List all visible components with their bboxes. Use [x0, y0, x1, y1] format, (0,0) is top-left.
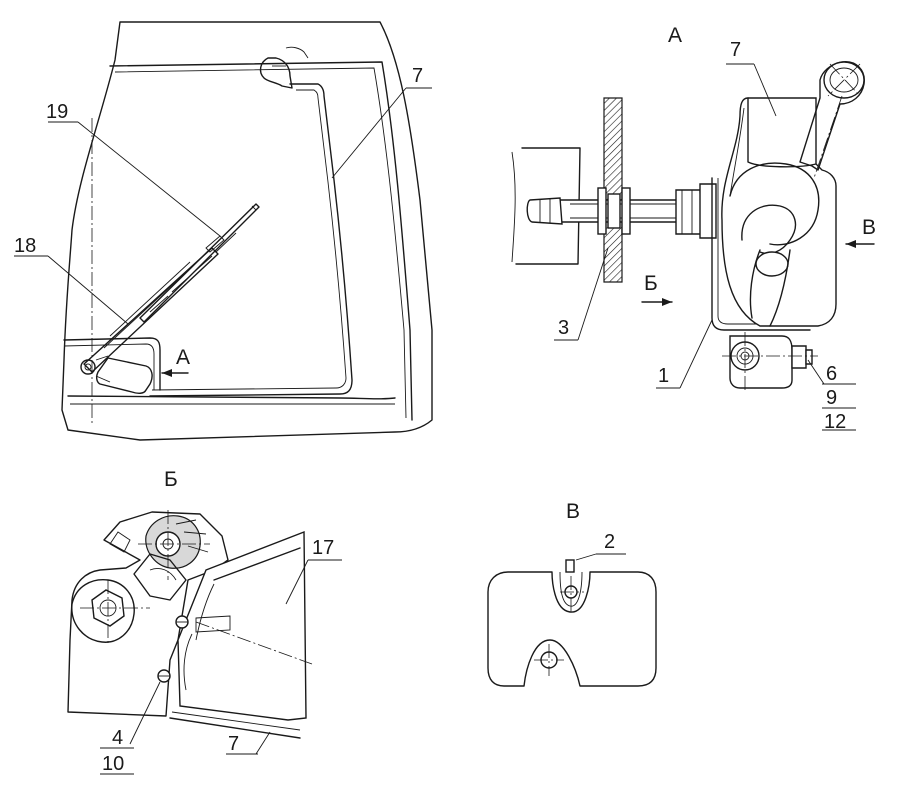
view-arrow-b-label: Б: [644, 272, 658, 295]
callout-4-10: 4 10: [100, 681, 161, 775]
view-arrow-a-label: А: [176, 346, 190, 369]
wiper-motor: [95, 357, 153, 395]
glass-frame: [109, 61, 413, 421]
callout-label: 18: [14, 235, 36, 257]
view-a-title: А: [668, 24, 682, 47]
view-v: В 2: [487, 500, 657, 687]
callout-3: 3: [554, 247, 609, 341]
callout-label: 1: [658, 365, 669, 387]
glass-seal-7: [149, 83, 353, 397]
seal-clip: [259, 57, 293, 89]
door-outline: [61, 21, 433, 441]
view-b-title: Б: [164, 468, 178, 491]
bracket-1: [711, 177, 811, 331]
callout-6-9-12: 6 9 12: [807, 359, 856, 433]
view-arrow-a: А: [161, 346, 190, 377]
view-arrow-v-label: В: [862, 216, 876, 239]
view-arrow-v: В: [845, 216, 876, 248]
callout-label: 7: [412, 65, 423, 87]
panel-section-3: [603, 97, 623, 283]
wiper-arm-18: [83, 247, 219, 373]
callout-label: 2: [604, 531, 615, 553]
callout-label: 7: [228, 733, 239, 755]
callout-label: 4: [112, 727, 123, 749]
callout-17: 17: [285, 537, 342, 605]
callout-7-main: 7: [331, 65, 432, 179]
callout-label: 6: [826, 363, 837, 385]
callout-label: 7: [730, 39, 741, 61]
callout-label: 12: [824, 411, 846, 433]
view-arrow-b: Б: [641, 272, 673, 306]
mounting-plate: [487, 571, 657, 687]
view-a: А: [511, 24, 876, 433]
callout-18: 18: [14, 235, 129, 325]
wiper-blade-19: [139, 203, 260, 323]
view-v-title: В: [566, 500, 580, 523]
motor-body-17: [177, 530, 307, 721]
motor-bracket: [63, 337, 161, 391]
callout-7-a: 7: [726, 39, 777, 117]
main-view: А 19 18 7: [14, 21, 433, 441]
gearbox-housing: [721, 97, 837, 327]
callout-7-b: 7: [226, 731, 271, 755]
callout-label: 19: [46, 101, 68, 123]
callout-label: 9: [826, 387, 837, 409]
callout-label: 10: [102, 753, 124, 775]
base-plate: [67, 511, 229, 717]
callout-1: 1: [656, 319, 713, 389]
callout-2: 2: [575, 531, 626, 561]
view-b: Б 17: [67, 468, 342, 775]
callout-19: 19: [46, 101, 221, 237]
callout-label: 17: [312, 537, 334, 559]
callout-label: 3: [558, 317, 569, 339]
